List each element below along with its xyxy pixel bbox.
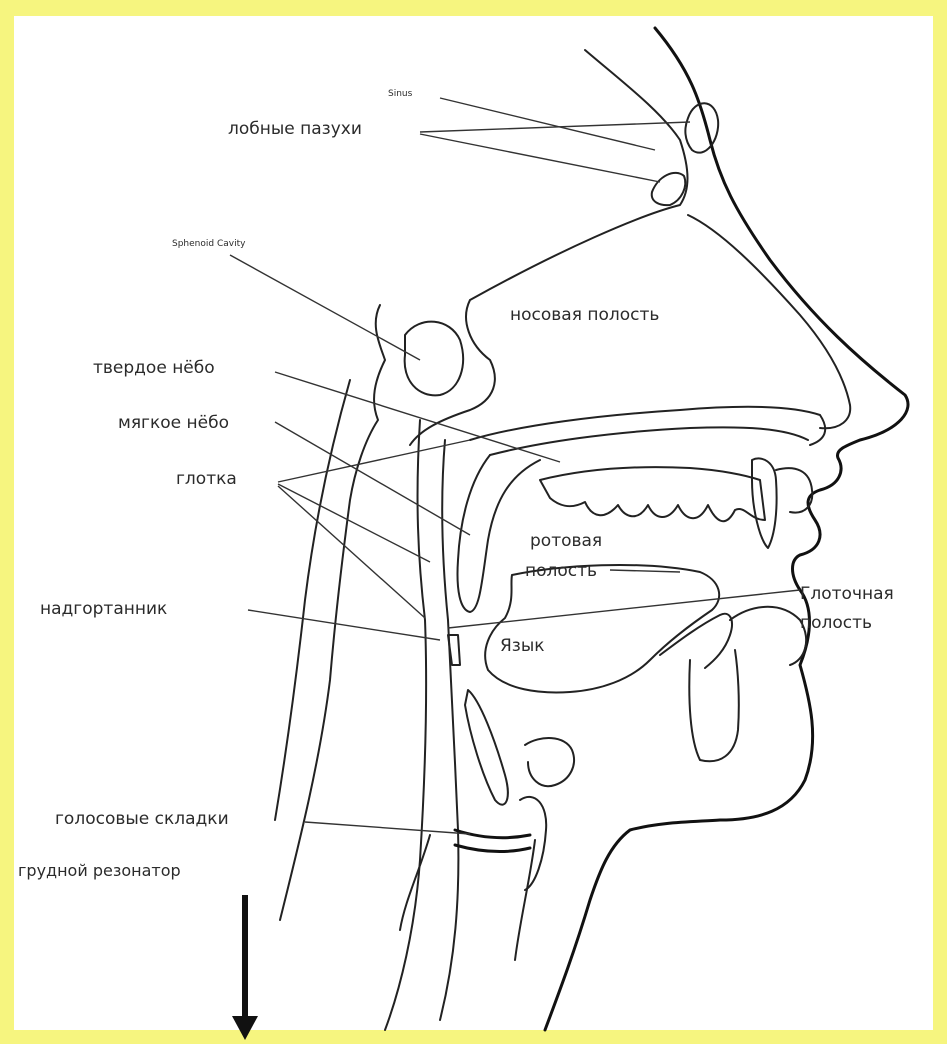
lower-jaw [689, 650, 739, 761]
label-epiglottis: надгортанник [40, 599, 167, 619]
front-tooth [752, 458, 777, 548]
lower-lip [730, 607, 806, 665]
label-frontal-sinuses: лобные пазухи [228, 119, 362, 139]
trachea-left [400, 835, 430, 930]
label-sphenoid-cavity: Sphenoid Cavity [172, 239, 246, 249]
nasal-cavity-outline [410, 50, 688, 445]
epiglottis-leaf [465, 690, 508, 805]
label-vocal-folds: голосовые складки [55, 809, 229, 829]
label-sinus: Sinus [388, 89, 413, 99]
label-soft-palate: мягкое нёбо [118, 413, 229, 433]
label-pharyngeal-cavity-line2: полость [800, 613, 872, 633]
anatomy-outlines [275, 28, 908, 1030]
face-profile [545, 28, 908, 1030]
tongue-outline [485, 565, 719, 692]
hyoid-bone [525, 738, 574, 786]
palate-upper [470, 407, 825, 445]
label-tongue: Язык [500, 636, 545, 656]
palate-lower [490, 427, 808, 455]
label-pharyngeal-cavity-line1: Глоточная [800, 584, 894, 604]
label-oral-cavity-line2: полость [525, 561, 597, 581]
upper-lip [776, 468, 812, 512]
label-pharynx: глотка [176, 469, 237, 489]
leader-lines [230, 98, 800, 834]
upper-teeth [540, 467, 765, 521]
chest-resonator-arrow [232, 895, 258, 1040]
label-hard-palate: твердое нёбо [93, 358, 215, 378]
label-oral-cavity-line1: ротовая [530, 531, 602, 551]
frontal-sinus-lower [652, 173, 685, 205]
nose-inner-outline [688, 215, 850, 428]
trachea-right [515, 840, 535, 960]
soft-palate [458, 455, 541, 612]
skull-base-outline [280, 305, 385, 920]
cervical-line [385, 420, 426, 1030]
label-nasal-cavity: носовая полость [510, 305, 659, 325]
sphenoid-sinus [405, 322, 463, 396]
thyroid-cartilage [520, 797, 546, 890]
label-chest-resonator: грудной резонатор [18, 861, 181, 880]
